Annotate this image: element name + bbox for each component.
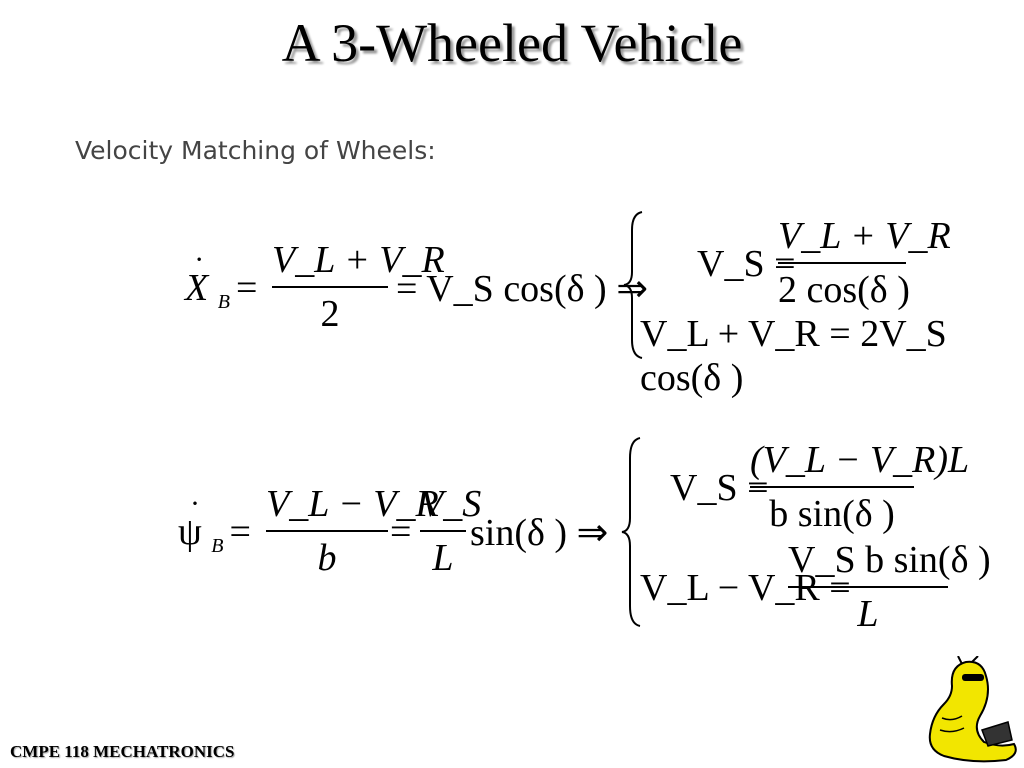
course-footer: CMPE 118 MECHATRONICS (10, 742, 235, 761)
section-subtitle: Velocity Matching of Wheels: (75, 136, 436, 165)
eq2-case1-num: (V_L − V_R)L (750, 439, 970, 481)
eq1-case1-fraction: V_L + V_R 2 cos(δ ) (778, 214, 951, 312)
eq2-case2-lhs: V_L − V_R = (640, 567, 851, 609)
eq2-frac2-den: L (432, 537, 454, 579)
eq1-case1-den: 2 cos(δ ) (778, 269, 910, 311)
eq1-frac-den: 2 (320, 293, 340, 335)
eq2-fraction-1: V_L − V_R b (266, 482, 439, 580)
eq1-brace-icon (623, 211, 643, 359)
eq1-fraction: V_L + V_R 2 (272, 238, 445, 336)
eq2-eq-sign: = (390, 511, 412, 553)
eq2-frac2-num: V_S (420, 483, 482, 525)
eq1-frac-num: V_L + V_R (272, 239, 445, 281)
eq1-lhs-sub: B (217, 291, 230, 313)
eq1-case1-lhs: V_S = (697, 243, 796, 285)
eq1-lhs: · X B= (185, 243, 258, 313)
eq2-case1-den: b sin(δ ) (769, 493, 895, 535)
eq2-fraction-2: V_S L (420, 482, 482, 580)
eq2-case2-num: V_S b sin(δ ) (788, 539, 991, 581)
eq2-frac1-den: b (317, 537, 337, 579)
eq1-case1-num: V_L + V_R (778, 215, 951, 257)
eq2-frac1-num: V_L − V_R (266, 483, 439, 525)
eq2-mid: sin(δ ) ⇒ (470, 512, 609, 554)
eq2-lhs-var: ψ (178, 511, 202, 553)
eq2-lhs-sub: B (211, 535, 224, 557)
eq2-case1-fraction: (V_L − V_R)L b sin(δ ) (750, 438, 970, 536)
eq2-case1-lhs: V_S = (670, 467, 769, 509)
banana-slug-mascot-icon (928, 656, 1017, 763)
eq1-mid: = V_S cos(δ ) ⇒ (396, 268, 649, 310)
slide-title: A 3-Wheeled Vehicle (281, 13, 743, 73)
eq1-lhs-var: X (185, 267, 209, 309)
eq2-case2-fraction: V_S b sin(δ ) L (788, 538, 991, 636)
eq1-case2: V_L + V_R = 2V_S cos(δ ) (640, 313, 947, 399)
eq2-brace-icon (621, 437, 641, 627)
eq2-lhs: · ψ B= (178, 487, 251, 557)
eq2-case2-den: L (857, 593, 879, 635)
